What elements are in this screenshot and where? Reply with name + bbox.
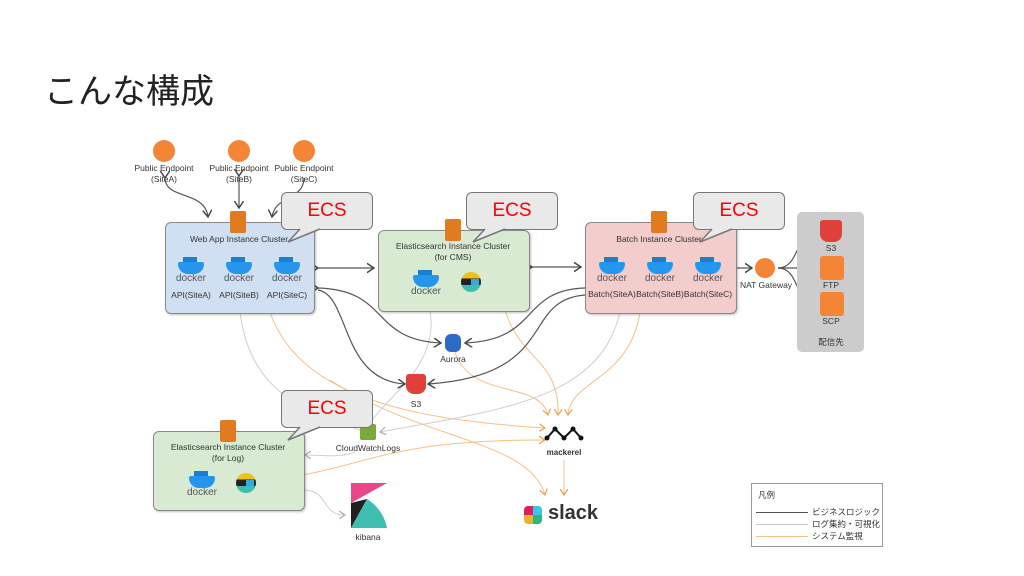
aurora-label: Aurora: [440, 354, 466, 364]
batch-label: Batch(SiteA): [588, 289, 636, 299]
kibana-logo-icon: [351, 483, 387, 528]
docker-icon: docker: [690, 257, 726, 284]
es-cms-title: Elasticsearch Instance Cluster(for CMS): [395, 241, 511, 262]
nat-gateway-icon: [755, 258, 775, 278]
slide-title: こんな構成: [44, 72, 214, 112]
docker-icon: docker: [594, 257, 630, 284]
ecs-callout: ECS: [281, 192, 373, 230]
slack-label: slack: [548, 502, 599, 524]
kibana-label: kibana: [355, 532, 381, 542]
cloudwatch-logs-icon: [360, 424, 376, 440]
endpoint-site-c: Public Endpoint(SiteC): [274, 163, 334, 184]
dest-scp-label: SCP: [822, 316, 840, 326]
legend: 凡例 ビジネスロジック ログ集約・可視化 システム監視: [751, 483, 883, 547]
docker-icon: docker: [184, 471, 220, 498]
batch-title: Batch Instance Cluster: [616, 234, 702, 244]
ecs-callout: ECS: [281, 390, 373, 428]
api-label: API(SiteA): [171, 290, 211, 300]
endpoint-site-a: Public Endpoint(SiteA): [134, 163, 194, 184]
api-gateway-icon: [153, 140, 175, 162]
ftp-icon: [820, 256, 844, 280]
ec2-icon: [230, 211, 246, 233]
api-label: API(SiteC): [266, 290, 308, 300]
batch-label: Batch(SiteC): [683, 289, 733, 299]
nat-label: NAT Gateway: [739, 280, 793, 290]
ecs-callout: ECS: [693, 192, 785, 230]
dest-s3-label: S3: [825, 243, 837, 253]
elasticsearch-icon: [236, 473, 256, 493]
ec2-icon: [651, 211, 667, 233]
aurora-icon: [445, 334, 461, 352]
cloudwatch-label: CloudWatchLogs: [335, 443, 401, 453]
monitoring-lines: [269, 309, 641, 495]
legend-title: 凡例: [758, 490, 776, 500]
es-log-cluster: [153, 431, 305, 511]
ecs-callout: ECS: [466, 192, 558, 230]
docker-icon: docker: [269, 257, 305, 284]
api-gateway-icon: [293, 140, 315, 162]
webapp-title: Web App Instance Cluster: [189, 234, 289, 244]
docker-icon: docker: [221, 257, 257, 284]
endpoint-site-b: Public Endpoint(SiteB): [209, 163, 269, 184]
destinations-caption: 配信先: [818, 337, 844, 347]
s3-label: S3: [410, 399, 422, 409]
legend-item-log: ログ集約・可視化: [756, 518, 880, 530]
legend-item-monitoring: システム監視: [756, 530, 863, 542]
docker-icon: docker: [642, 257, 678, 284]
mackerel-logo-icon: [544, 426, 584, 441]
elasticsearch-icon: [461, 272, 481, 292]
legend-item-business-logic: ビジネスロジック: [756, 506, 880, 518]
ec2-icon: [445, 219, 461, 241]
ec2-icon: [220, 420, 236, 442]
api-gateway-icon: [228, 140, 250, 162]
es-log-title: Elasticsearch Instance Cluster(for Log): [170, 442, 286, 463]
mackerel-label: mackerel: [546, 448, 582, 457]
slack-logo-icon: [524, 506, 542, 524]
s3-bucket-icon: [406, 374, 426, 394]
es-cms-cluster: [378, 230, 530, 312]
docker-icon: docker: [408, 270, 444, 297]
batch-label: Batch(SiteB): [636, 289, 684, 299]
docker-icon: docker: [173, 257, 209, 284]
scp-icon: [820, 292, 844, 316]
dest-ftp-label: FTP: [822, 280, 840, 290]
s3-bucket-icon: [820, 220, 842, 242]
api-label: API(SiteB): [219, 290, 259, 300]
